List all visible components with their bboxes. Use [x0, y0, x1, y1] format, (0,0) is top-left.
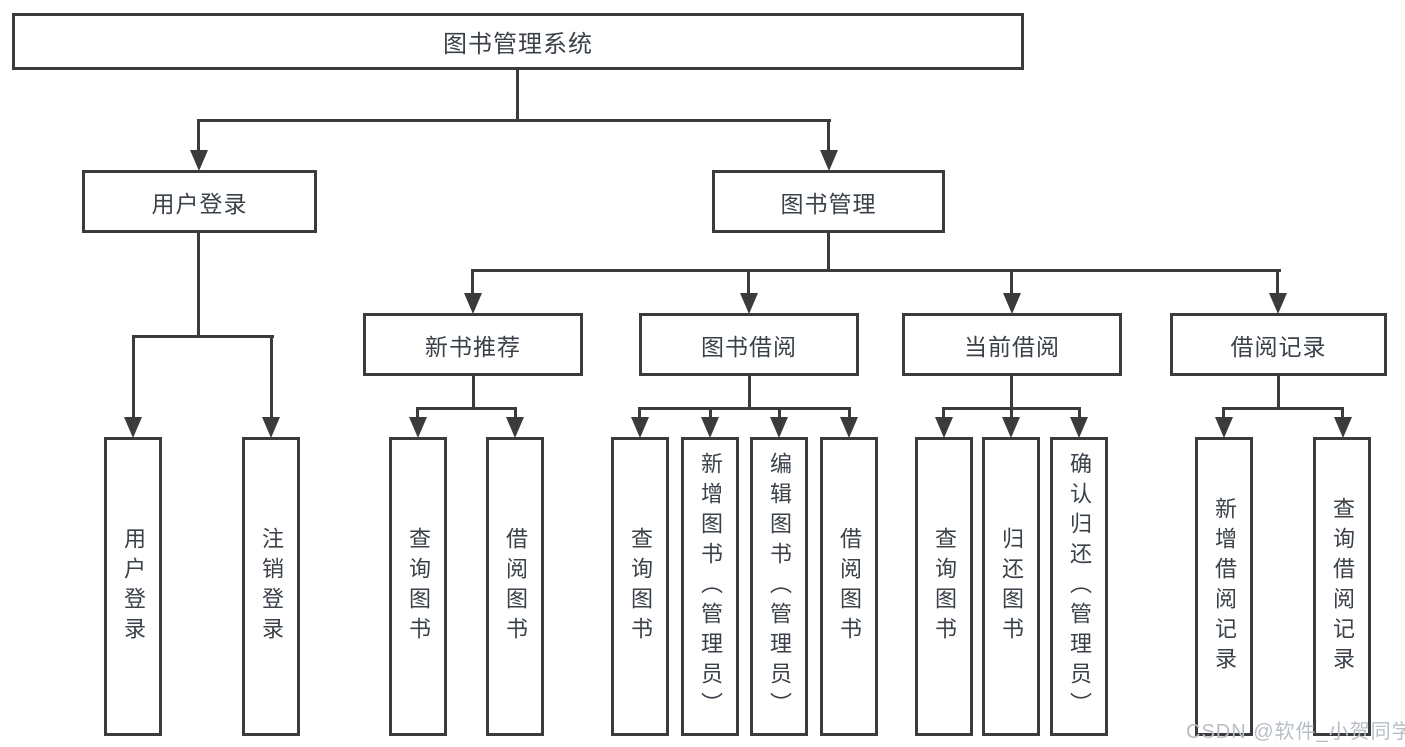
leaf-label: 查询借阅记录 — [1330, 496, 1355, 677]
leaf-return-book: 归还图书 — [982, 437, 1040, 736]
leaf-label: 确认归还（管理员） — [1067, 451, 1092, 722]
connector-line — [1010, 407, 1013, 420]
leaf-label: 查询图书 — [406, 526, 431, 647]
leaf-borrow-books-1: 借阅图书 — [486, 437, 544, 736]
arrowhead — [1002, 417, 1020, 438]
node-label: 借阅记录 — [1230, 333, 1327, 360]
arrowhead — [262, 417, 280, 438]
leaf-label: 借阅图书 — [837, 526, 862, 647]
connector-line — [1277, 376, 1280, 409]
connector-line — [638, 407, 851, 410]
node-label: 用户登录 — [151, 190, 248, 217]
leaf-logout: 注销登录 — [242, 437, 300, 736]
leaf-add-book-admin: 新增图书（管理员） — [681, 437, 739, 736]
leaf-label: 用户登录 — [121, 526, 146, 647]
node-borrow-record: 借阅记录 — [1170, 313, 1387, 376]
leaf-label: 注销登录 — [259, 526, 284, 647]
arrowhead — [1003, 293, 1021, 314]
leaf-label: 归还图书 — [999, 526, 1024, 647]
arrowhead — [740, 293, 758, 314]
connector-line — [132, 335, 274, 338]
arrowhead — [464, 293, 482, 314]
connector-line — [1341, 407, 1344, 420]
leaf-edit-book-admin: 编辑图书（管理员） — [750, 437, 808, 736]
connector-line — [416, 407, 517, 410]
arrowhead — [190, 150, 208, 171]
arrowhead — [1070, 417, 1088, 438]
connector-line — [1010, 269, 1013, 296]
connector-line — [1222, 407, 1225, 420]
connector-line — [827, 119, 830, 153]
arrowhead — [124, 417, 142, 438]
leaf-confirm-return-admin: 确认归还（管理员） — [1050, 437, 1108, 736]
arrowhead — [506, 417, 524, 438]
connector-line — [748, 376, 751, 409]
connector-line — [778, 407, 781, 420]
leaf-label: 查询图书 — [932, 526, 957, 647]
csdn-watermark: CSDN @软件_小贺同学 — [1186, 721, 1405, 743]
leaf-add-borrow-record: 新增借阅记录 — [1195, 437, 1253, 736]
node-current-borrow: 当前借阅 — [902, 313, 1122, 376]
leaf-query-books-3: 查询图书 — [915, 437, 973, 736]
connector-line — [1010, 376, 1013, 409]
arrowhead — [935, 417, 953, 438]
leaf-query-books-1: 查询图书 — [389, 437, 447, 736]
connector-line — [827, 232, 830, 272]
connector-line — [514, 407, 517, 420]
connector-line — [1222, 407, 1344, 410]
leaf-label: 新增借阅记录 — [1212, 496, 1237, 677]
connector-line — [638, 407, 641, 420]
arrowhead — [1215, 417, 1233, 438]
connector-line — [197, 233, 200, 337]
leaf-label: 借阅图书 — [503, 526, 528, 647]
connector-line — [471, 269, 474, 296]
node-label: 图书借阅 — [701, 333, 797, 360]
connector-line — [416, 407, 419, 420]
arrowhead — [409, 417, 427, 438]
connector-line — [1078, 407, 1081, 420]
connector-line — [942, 407, 945, 420]
node-book-management: 图书管理 — [712, 170, 945, 233]
leaf-borrow-books-2: 借阅图书 — [820, 437, 878, 736]
connector-line — [1276, 269, 1279, 296]
arrowhead — [1269, 293, 1287, 314]
arrowhead — [840, 417, 858, 438]
arrowhead — [701, 417, 719, 438]
connector-line — [516, 70, 519, 122]
leaf-query-borrow-record: 查询借阅记录 — [1313, 437, 1371, 736]
node-label: 新书推荐 — [425, 333, 521, 360]
connector-line — [197, 119, 831, 122]
node-user-login: 用户登录 — [82, 170, 317, 233]
arrowhead — [1334, 417, 1352, 438]
connector-line — [197, 119, 200, 153]
connector-line — [747, 269, 750, 296]
connector-line — [848, 407, 851, 420]
leaf-user-login: 用户登录 — [104, 437, 162, 736]
node-new-book-recommend: 新书推荐 — [363, 313, 583, 376]
connector-line — [471, 269, 1281, 272]
leaf-label: 新增图书（管理员） — [698, 451, 723, 722]
connector-line — [132, 335, 135, 419]
connector-line — [270, 335, 273, 419]
node-label: 当前借阅 — [964, 333, 1060, 360]
node-label: 图书管理 — [780, 190, 877, 217]
leaf-query-books-2: 查询图书 — [611, 437, 669, 736]
arrowhead — [770, 417, 788, 438]
connector-line — [472, 376, 475, 409]
leaf-label: 编辑图书（管理员） — [767, 451, 792, 722]
node-book-borrow: 图书借阅 — [639, 313, 859, 376]
leaf-label: 查询图书 — [628, 526, 653, 647]
node-root: 图书管理系统 — [12, 13, 1024, 70]
arrowhead — [820, 150, 838, 171]
connector-line — [709, 407, 712, 420]
arrowhead — [631, 417, 649, 438]
node-root-label: 图书管理系统 — [443, 31, 593, 58]
